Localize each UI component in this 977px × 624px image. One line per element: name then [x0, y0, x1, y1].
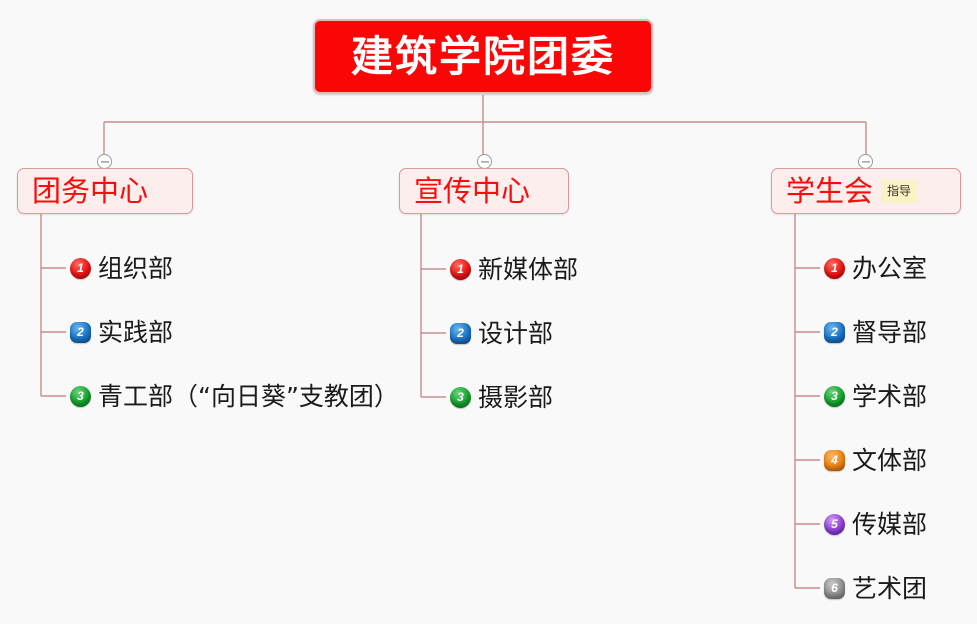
- leaf-item-label: 青工部（“向日葵”支教团）: [98, 381, 399, 411]
- index-badge-2: 2: [450, 322, 471, 344]
- leaf-item-label: 办公室: [852, 253, 928, 283]
- index-badge-5: 5: [824, 513, 845, 535]
- index-badge-2: 2: [70, 321, 91, 343]
- leaf-item[interactable]: 3 学术部: [824, 381, 927, 411]
- index-badge-2: 2: [824, 321, 845, 343]
- minus-circle-icon[interactable]: [97, 154, 112, 169]
- leaf-item[interactable]: 1 新媒体部: [450, 254, 578, 284]
- branch-node-xueshenghui[interactable]: 学生会 指导: [771, 168, 961, 214]
- leaf-item-label: 新媒体部: [478, 254, 579, 284]
- leaf-item-label: 文体部: [852, 445, 928, 475]
- branch-node-xuanchuan-zhongxin[interactable]: 宣传中心: [399, 168, 569, 214]
- minus-circle-icon[interactable]: [858, 154, 873, 169]
- index-badge-6: 6: [824, 577, 845, 599]
- branch-node-label: 团务中心: [32, 173, 149, 208]
- leaf-item[interactable]: 1 办公室: [824, 253, 927, 283]
- branch-tag-badge: 指导: [881, 179, 918, 203]
- branch-node-tuanwu-zhongxin[interactable]: 团务中心: [17, 168, 193, 214]
- leaf-item[interactable]: 2 督导部: [824, 317, 927, 347]
- leaf-item-label: 学术部: [852, 381, 928, 411]
- leaf-item-label: 实践部: [98, 317, 174, 347]
- index-badge-3: 3: [70, 385, 91, 407]
- leaf-item[interactable]: 3 青工部（“向日葵”支教团）: [70, 381, 399, 411]
- branch-node-label: 学生会: [786, 173, 874, 208]
- index-badge-3: 3: [450, 386, 471, 408]
- index-badge-4: 4: [824, 449, 845, 471]
- root-node-label: 建筑学院团委: [350, 31, 615, 81]
- leaf-item[interactable]: 5 传媒部: [824, 509, 927, 539]
- index-badge-3: 3: [824, 385, 845, 407]
- index-badge-1: 1: [70, 257, 91, 279]
- leaf-item-label: 艺术团: [852, 573, 928, 603]
- leaf-item-label: 设计部: [478, 318, 554, 348]
- index-badge-1: 1: [824, 257, 845, 279]
- leaf-item-label: 组织部: [98, 253, 174, 283]
- leaf-item[interactable]: 4 文体部: [824, 445, 927, 475]
- leaf-item-label: 摄影部: [478, 382, 554, 412]
- leaf-item[interactable]: 3 摄影部: [450, 382, 553, 412]
- leaf-item-label: 督导部: [852, 317, 928, 347]
- leaf-item[interactable]: 2 实践部: [70, 317, 173, 347]
- index-badge-1: 1: [450, 258, 471, 280]
- branch-node-label: 宣传中心: [414, 173, 531, 208]
- leaf-item[interactable]: 1 组织部: [70, 253, 173, 283]
- leaf-item[interactable]: 2 设计部: [450, 318, 553, 348]
- root-node[interactable]: 建筑学院团委: [313, 19, 653, 94]
- leaf-item[interactable]: 6 艺术团: [824, 573, 927, 603]
- minus-circle-icon[interactable]: [477, 154, 492, 169]
- leaf-item-label: 传媒部: [852, 509, 928, 539]
